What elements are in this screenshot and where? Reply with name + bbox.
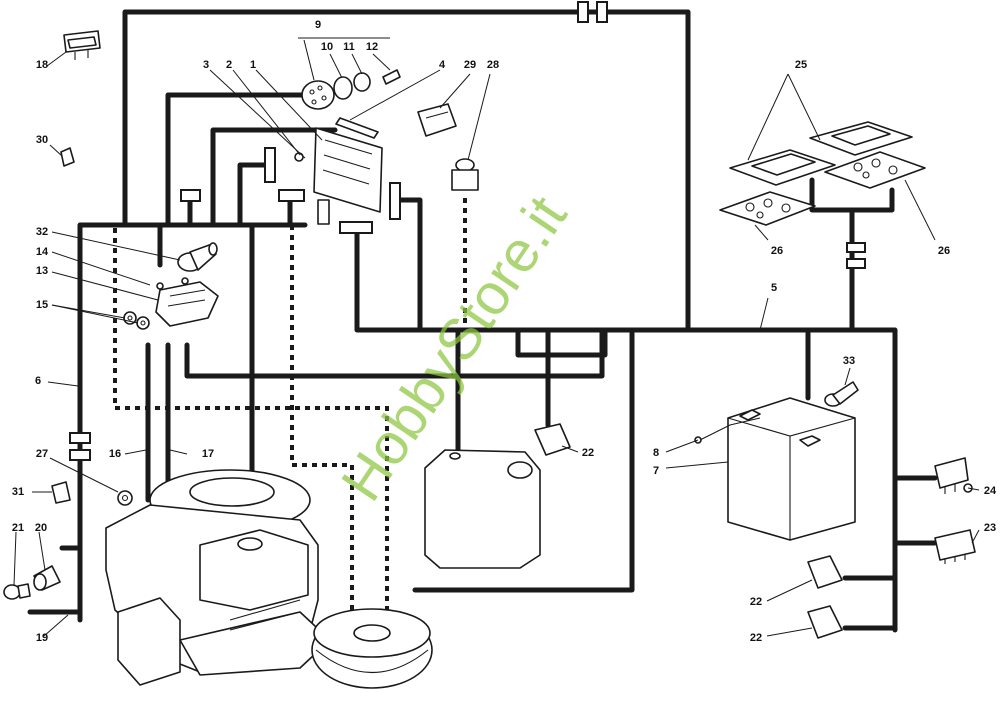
engine — [105, 469, 331, 686]
board-connector — [317, 199, 330, 225]
harness-keypad-left — [809, 177, 855, 213]
callout-1: 1 — [250, 59, 256, 71]
callout-12: 12 — [366, 41, 378, 53]
callout-22-b: 22 — [750, 596, 762, 608]
clip-30 — [60, 147, 75, 167]
harness-branch-b — [210, 127, 338, 228]
callout-11: 11 — [343, 41, 355, 53]
callout-26-right: 26 — [938, 245, 950, 257]
connector-top-b — [596, 1, 608, 23]
switch-22-a — [534, 423, 571, 456]
harness-small-loop — [515, 327, 608, 358]
connector-top-a — [577, 1, 589, 23]
callout-31: 31 — [12, 486, 24, 498]
harness-solenoid-loop — [184, 327, 605, 379]
harness-branch-a — [165, 92, 305, 228]
bulb-21 — [3, 583, 31, 600]
callout-28: 28 — [487, 59, 499, 71]
connector-left-a — [69, 432, 91, 444]
callout-16: 16 — [109, 448, 121, 460]
connector-board-c — [264, 147, 276, 183]
keypad-25 — [729, 121, 913, 186]
callout-10: 10 — [321, 41, 333, 53]
dotted-ground-2 — [290, 225, 354, 612]
callout-30: 30 — [36, 134, 48, 146]
pto-clutch — [311, 608, 433, 689]
connector-left-b — [69, 449, 91, 461]
callout-25: 25 — [795, 59, 807, 71]
harness-board-drop — [395, 197, 423, 333]
keypad-26 — [719, 151, 926, 226]
fuel-tank — [424, 449, 541, 569]
callout-33: 33 — [843, 355, 855, 367]
connector-board-e — [389, 182, 401, 220]
rocker-switch-18 — [63, 30, 101, 60]
callout-24: 24 — [984, 485, 997, 497]
callout-29: 29 — [464, 59, 476, 71]
callout-2: 2 — [226, 59, 232, 71]
harness-left-trunk — [77, 222, 308, 623]
battery-7 — [727, 397, 856, 541]
battery-lead-8 — [694, 417, 761, 444]
plug-boot-32 — [177, 242, 218, 272]
callout-19: 19 — [36, 632, 48, 644]
relay-23 — [934, 529, 976, 564]
connector-keypad-b — [846, 258, 866, 269]
connector-board-b — [278, 189, 305, 202]
callout-9: 9 — [315, 19, 321, 31]
switch-22-b — [807, 555, 843, 589]
switch-22-c — [807, 605, 843, 639]
harness-lower-loop — [412, 327, 635, 593]
bulb-holder-20 — [33, 565, 61, 591]
callout-17: 17 — [202, 448, 214, 460]
board-strip-4 — [335, 117, 379, 139]
connector-board-d — [339, 221, 373, 234]
callout-27: 27 — [36, 448, 48, 460]
callout-32: 32 — [36, 226, 48, 238]
harness-top-loop — [122, 9, 691, 331]
callout-7: 7 — [653, 465, 659, 477]
callout-4: 4 — [439, 59, 446, 71]
solenoid-13 — [155, 277, 219, 327]
relay-24 — [934, 457, 973, 494]
callout-14: 14 — [36, 246, 49, 258]
connector-29 — [417, 103, 457, 137]
callout-3: 3 — [203, 59, 209, 71]
callout-21: 21 — [12, 522, 24, 534]
connector-keypad-a — [846, 242, 866, 253]
boot-33 — [824, 381, 859, 407]
clip-31 — [51, 481, 71, 504]
sensor-28 — [451, 158, 479, 191]
callout-13: 13 — [36, 265, 48, 277]
callout-5: 5 — [771, 282, 777, 294]
callout-18: 18 — [36, 59, 48, 71]
callout-6: 6 — [35, 375, 41, 387]
wiring-harness — [27, 1, 938, 633]
harness-keypad-trunk — [849, 187, 895, 333]
control-board-1 — [294, 117, 383, 225]
callout-26-left: 26 — [771, 245, 783, 257]
callout-22-c: 22 — [750, 632, 762, 644]
callout-22-a: 22 — [582, 447, 594, 459]
callout-23: 23 — [984, 522, 996, 534]
harness-branch-c — [237, 162, 273, 228]
connector-board-a — [180, 189, 201, 202]
callout-20: 20 — [35, 522, 47, 534]
callout-8: 8 — [653, 447, 659, 459]
callout-numbers: 9 10 11 12 3 2 1 4 29 28 25 26 26 5 18 3… — [12, 19, 997, 644]
callout-leaders — [13, 37, 980, 637]
ignition-switch-9 — [301, 69, 401, 110]
nut-27 — [117, 490, 133, 506]
callout-15: 15 — [36, 299, 48, 311]
